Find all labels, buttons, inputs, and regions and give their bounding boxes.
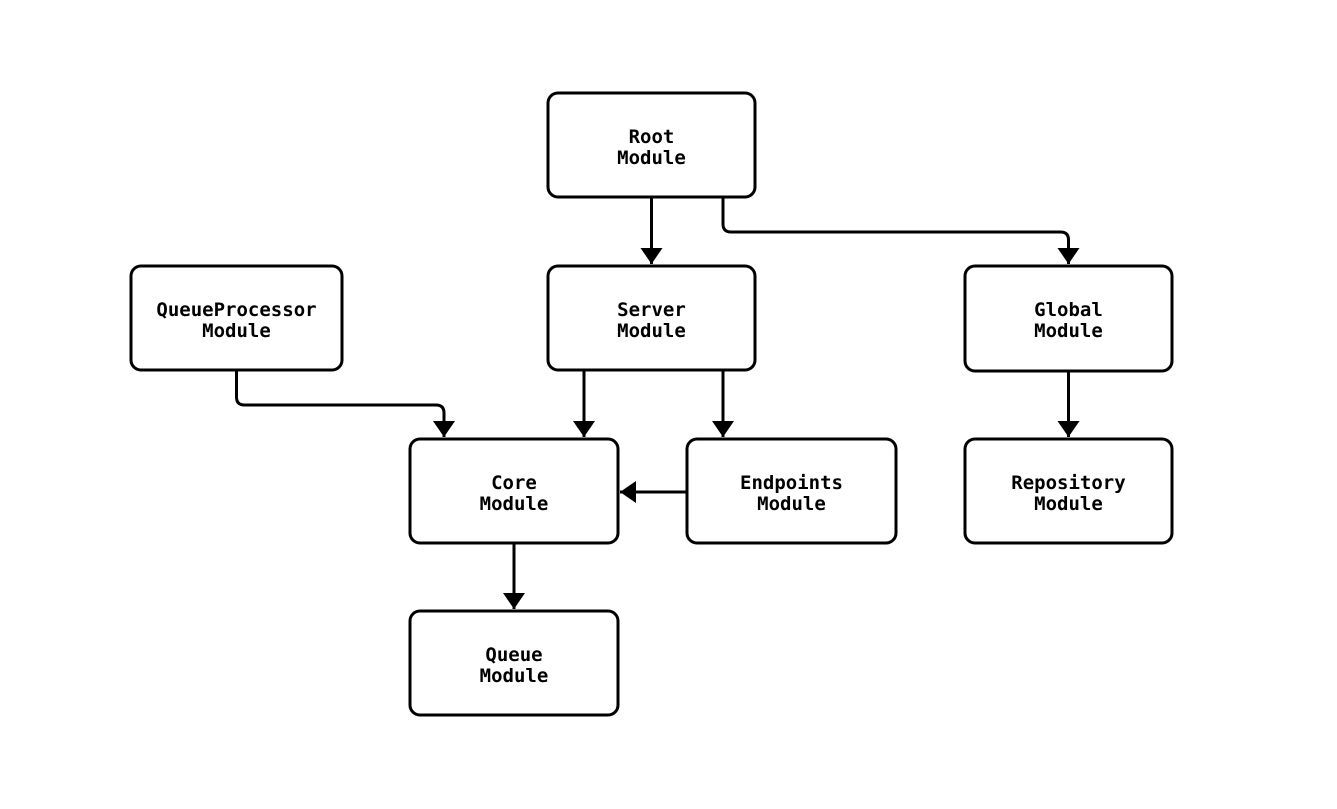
node-endpoints-module-label-line2: Module (757, 493, 826, 515)
node-global-module-label-line1: Global (1034, 299, 1103, 321)
node-root-module-box (546, 91, 757, 199)
node-global-module-label-line2: Module (1034, 320, 1103, 342)
node-server-module-label-line2: Module (617, 320, 686, 342)
node-queue-module-label-line2: Module (480, 665, 549, 687)
node-queueprocessor-module-label-line1: QueueProcessor (156, 299, 316, 321)
node-repository-module-label-line2: Module (1034, 493, 1103, 515)
node-core-module-label-line1: Core (491, 472, 537, 494)
node-root-module: Root Module (546, 91, 757, 199)
node-repository-module: Repository Module (963, 437, 1174, 545)
node-global-module: Global Module (963, 264, 1174, 373)
node-queue-module-box (408, 609, 620, 717)
node-server-module-box (546, 264, 757, 372)
node-queueprocessor-module-box (129, 264, 344, 372)
node-endpoints-module: Endpoints Module (685, 437, 898, 545)
edge-queueprocessor-to-core (235, 370, 455, 437)
node-server-module-label-line1: Server (617, 299, 686, 321)
node-queueprocessor-module-label-line2: Module (202, 320, 271, 342)
node-endpoints-module-box (685, 437, 898, 545)
node-core-module-box (408, 437, 620, 545)
node-queueprocessor-module: QueueProcessor Module (129, 264, 344, 372)
node-root-module-label-line1: Root (629, 126, 675, 148)
node-endpoints-module-label-line1: Endpoints (740, 472, 843, 494)
node-global-module-box (963, 264, 1174, 373)
node-repository-module-box (963, 437, 1174, 545)
node-repository-module-label-line1: Repository (1011, 472, 1125, 494)
node-server-module: Server Module (546, 264, 757, 372)
node-queue-module-label-line1: Queue (485, 644, 542, 666)
node-root-module-label-line2: Module (617, 147, 686, 169)
edges-layer (235, 197, 1080, 609)
node-queue-module: Queue Module (408, 609, 620, 717)
node-core-module: Core Module (408, 437, 620, 545)
edge-root-to-global (721, 197, 1080, 264)
node-core-module-label-line2: Module (480, 493, 549, 515)
